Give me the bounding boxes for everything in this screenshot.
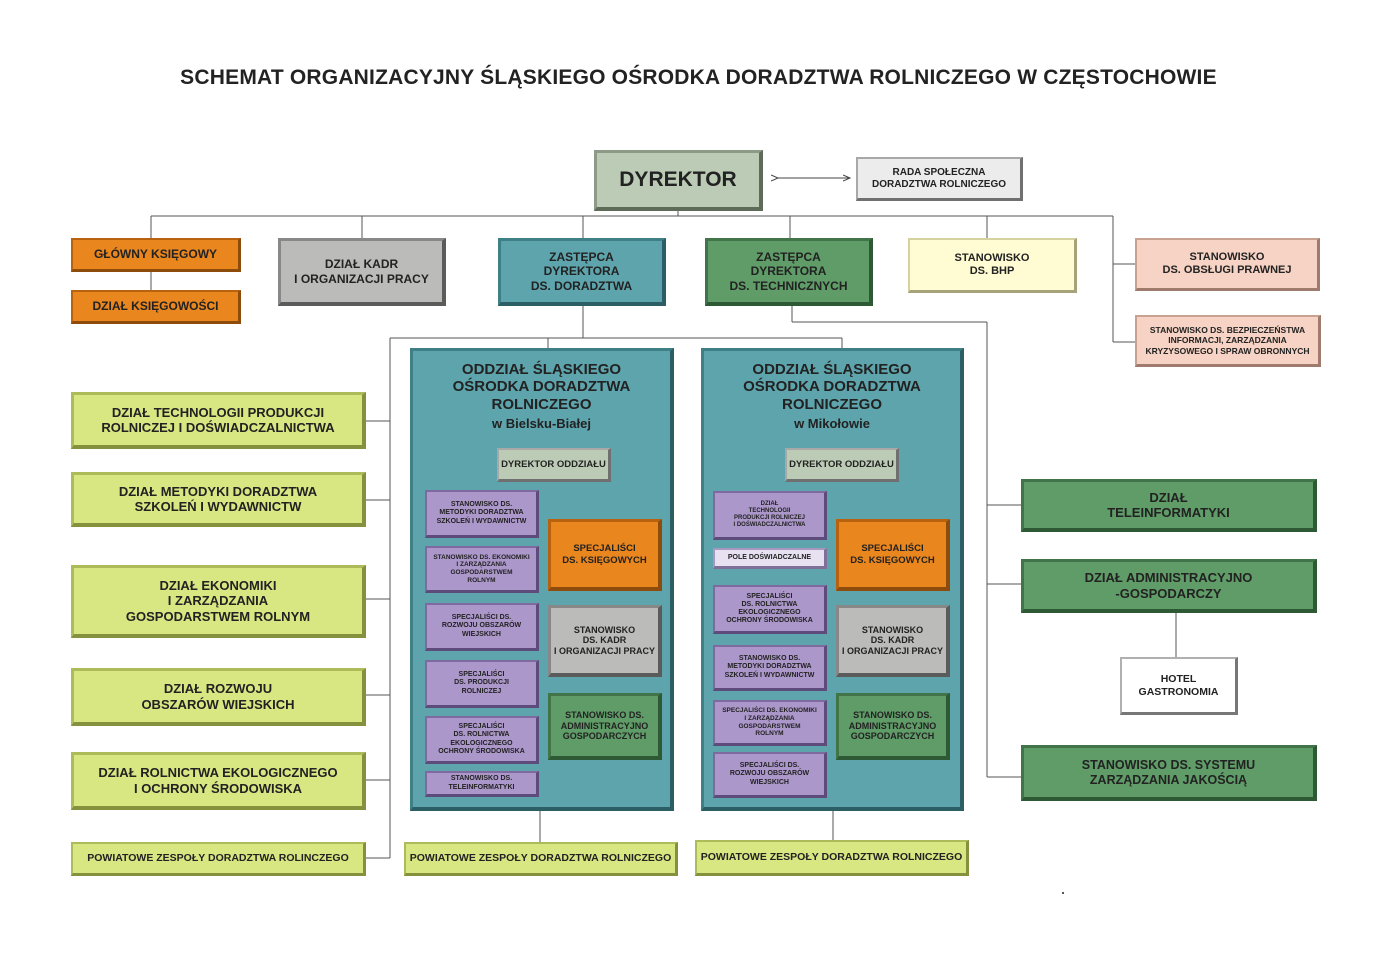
mikolow-item-5: SPECJALIŚCI DS. ROZWOJU OBSZARÓW WIEJSKI… — [713, 752, 827, 798]
bielsko-county-teams: POWIATOWE ZESPOŁY DORADZTWA ROLNICZEGO — [404, 842, 678, 876]
branch-bielsko-title: ODDZIAŁ ŚLĄSKIEGO OŚRODKA DORADZTWA ROLN… — [452, 361, 631, 413]
bielsko-item-4: SPECJALIŚCI DS. PRODUKCJI ROLNICZEJ — [425, 660, 539, 708]
branch-mikolow-subtitle: w Mikołowie — [794, 416, 870, 431]
bielsko-admin-box: STANOWISKO DS. ADMINISTRACYJNO GOSPODARC… — [548, 693, 662, 760]
legal-box: STANOWISKO DS. OBSŁUGI PRAWNEJ — [1135, 238, 1320, 291]
bielsko-item-1: STANOWISKO DS. METODYKI DORADZTWA SZKOLE… — [425, 490, 539, 538]
mikolow-item-2: SPECJALIŚCI DS. ROLNICTWA EKOLOGICZNEGO … — [713, 585, 827, 634]
stray-dot — [1062, 892, 1064, 894]
page-title: SCHEMAT ORGANIZACYJNY ŚLĄSKIEGO OŚRODKA … — [180, 66, 1217, 89]
right-dept-administration: DZIAŁ ADMINISTRACYJNO -GOSPODARCZY — [1021, 559, 1317, 613]
left-dept-economics: DZIAŁ EKONOMIKI I ZARZĄDZANIA GOSPODARST… — [71, 565, 366, 638]
branch-mikolow-title: ODDZIAŁ ŚLĄSKIEGO OŚRODKA DORADZTWA ROLN… — [743, 361, 921, 413]
mikolow-admin-box: STANOWISKO DS. ADMINISTRACYJNO GOSPODARC… — [836, 693, 950, 760]
deputy-technical-box: ZASTĘPCA DYREKTORA DS. TECHNICZNYCH — [705, 238, 873, 306]
bielsko-hr-box: STANOWISKO DS. KADR I ORGANIZACJI PRACY — [548, 605, 662, 677]
branch-bielsko-subtitle: w Bielsku-Białej — [492, 416, 591, 431]
mikolow-item-3: STANOWISKO DS. METODYKI DORADZTWA SZKOLE… — [713, 645, 827, 691]
bielsko-item-5: SPECJALIŚCI DS. ROLNICTWA EKOLOGICZNEGO … — [425, 716, 539, 764]
left-dept-technology: DZIAŁ TECHNOLOGII PRODUKCJI ROLNICZEJ I … — [71, 392, 366, 449]
right-dept-teleinformatics: DZIAŁ TELEINFORMATYKI — [1021, 479, 1317, 532]
mikolow-item-4: SPECJALIŚCI DS. EKONOMIKI I ZARZĄDZANIA … — [713, 700, 827, 746]
chief-accountant-box: GŁÓWNY KSIĘGOWY — [71, 238, 241, 272]
accounting-dept-box: DZIAŁ KSIĘGOWOŚCI — [71, 290, 241, 324]
director-box: DYREKTOR — [594, 150, 763, 211]
bielsko-item-3: SPECJALIŚCI DS. ROZWOJU OBSZARÓW WIEJSKI… — [425, 603, 539, 651]
deputy-advisory-box: ZASTĘPCA DYREKTORA DS. DORADZTWA — [498, 238, 666, 306]
bielsko-item-6: STANOWISKO DS. TELEINFORMATYKI — [425, 771, 539, 797]
left-dept-rural: DZIAŁ ROZWOJU OBSZARÓW WIEJSKICH — [71, 668, 366, 726]
bhp-box: STANOWISKO DS. BHP — [908, 238, 1077, 293]
social-council-box: RADA SPOŁECZNA DORADZTWA ROLNICZEGO — [856, 157, 1023, 201]
mikolow-county-teams: POWIATOWE ZESPOŁY DORADZTWA ROLNICZEGO — [695, 840, 969, 876]
bielsko-item-2: STANOWISKO DS. EKONOMIKI I ZARZĄDZANIA G… — [425, 546, 539, 593]
mikolow-item-1: DZIAŁ TECHNOLOGII PRODUKCJI ROLNICZEJ I … — [713, 491, 827, 540]
mikolow-hr-box: STANOWISKO DS. KADR I ORGANIZACJI PRACY — [836, 605, 950, 677]
mikolow-director-box: DYREKTOR ODDZIAŁU — [785, 448, 899, 482]
left-county-teams: POWIATOWE ZESPOŁY DORADZTWA ROLINCZEGO — [71, 842, 366, 876]
hr-dept-box: DZIAŁ KADR I ORGANIZACJI PRACY — [278, 238, 446, 306]
mikolow-test-field-box: POLE DOŚWIADCZALNE — [713, 548, 827, 569]
left-dept-ecology: DZIAŁ ROLNICTWA EKOLOGICZNEGO I OCHRONY … — [71, 752, 366, 810]
right-dept-quality: STANOWISKO DS. SYSTEMU ZARZĄDZANIA JAKOŚ… — [1021, 745, 1317, 801]
left-dept-methodology: DZIAŁ METODYKI DORADZTWA SZKOLEŃ I WYDAW… — [71, 472, 366, 527]
security-box: STANOWISKO DS. BEZPIECZEŃSTWA INFORMACJI… — [1135, 315, 1321, 367]
mikolow-accounting-box: SPECJALIŚCI DS. KSIĘGOWYCH — [836, 519, 950, 591]
bielsko-accounting-box: SPECJALIŚCI DS. KSIĘGOWYCH — [548, 519, 662, 591]
hotel-box: HOTEL GASTRONOMIA — [1120, 657, 1238, 715]
bielsko-director-box: DYREKTOR ODDZIAŁU — [497, 448, 611, 482]
